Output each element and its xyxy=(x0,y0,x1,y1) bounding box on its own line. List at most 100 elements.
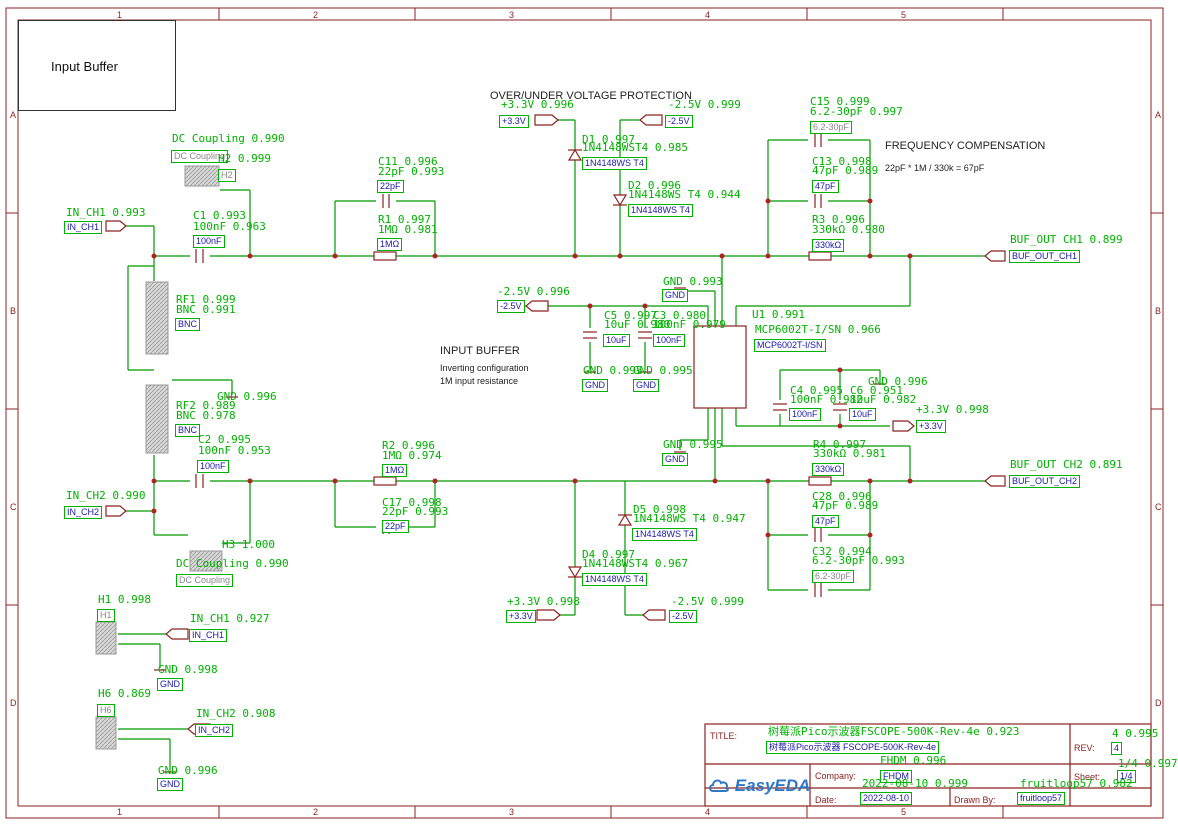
freq-note: 22pF * 1M / 330k = 67pF xyxy=(885,163,985,173)
r2-label: R2 0.996 xyxy=(382,439,435,452)
m25-mid-net: -2.5V xyxy=(497,300,525,313)
gnd-mid-label: GND 0.995 xyxy=(663,438,723,451)
easyeda-logo-text: EasyEDA xyxy=(734,776,811,795)
d1-value-label: 1N4148WST4 0.985 xyxy=(582,141,688,154)
title-block-sheet-value: 1/4 xyxy=(1117,770,1136,783)
col-label-4-bottom: 4 xyxy=(705,807,711,817)
c32-value-label: 6.2-30pF 0.993 xyxy=(812,554,905,567)
gnd-h1-label: GND 0.998 xyxy=(158,663,218,676)
in-ch1-h1-label: IN_CH1 0.927 xyxy=(190,612,270,625)
c28-label: C28 0.996 xyxy=(812,490,872,503)
r2-value: 1MΩ xyxy=(382,464,408,477)
dc-coupling-1-label: DC Coupling 0.990 xyxy=(172,132,285,145)
in-ch1-h1-net: IN_CH1 xyxy=(189,629,228,642)
c15-value: 6.2-30pF xyxy=(810,121,853,134)
freq-heading: FREQUENCY COMPENSATION xyxy=(885,140,1046,152)
m25-mid-label: -2.5V 0.996 xyxy=(497,285,570,298)
sheet-title: Input Buffer xyxy=(51,59,118,74)
c2-label: C2 0.995 xyxy=(198,433,251,446)
c11-value: 22pF xyxy=(377,180,404,193)
row-label-d: D xyxy=(10,698,17,708)
d2-label: D2 0.996 xyxy=(628,179,681,192)
d4-value: 1N4148WS T4 xyxy=(582,573,647,586)
in-ch1-label: IN_CH1 0.993 xyxy=(66,206,146,219)
h6-label: H6 0.869 xyxy=(98,687,151,700)
r1-value-label: 1MΩ 0.981 xyxy=(378,223,438,236)
rf1-value: BNC xyxy=(175,318,201,331)
c17-label: C17 0.998 xyxy=(382,496,442,509)
c13-label: C13 0.998 xyxy=(812,155,872,168)
col-label-4: 4 xyxy=(705,10,711,20)
row-label-a-right: A xyxy=(1155,110,1162,120)
p33-top-label: +3.3V 0.996 xyxy=(501,98,574,111)
c15-label: C15 0.999 xyxy=(810,95,870,108)
rf2-label: RF2 0.989 xyxy=(176,399,236,412)
ovp-heading: OVER/UNDER VOLTAGE PROTECTION xyxy=(490,90,692,102)
r3-label: R3 0.996 xyxy=(812,213,865,226)
gnd-mid-net: GND xyxy=(662,453,688,466)
c4-value: 100nF xyxy=(789,408,821,421)
h2-label: H2 0.999 xyxy=(218,152,271,165)
r3-value-label: 330kΩ 0.980 xyxy=(812,223,885,236)
d4-value-label: 1N4148WST4 0.967 xyxy=(582,557,688,570)
c4-label: C4 0.995 xyxy=(790,384,843,397)
d5-value-label: 1N4148WS T4 0.947 xyxy=(633,512,746,525)
sheet-title-box: Input Buffer xyxy=(18,20,176,111)
h6-value: H6 xyxy=(97,704,115,717)
p33-bottom-net: +3.3V xyxy=(506,610,536,623)
m25-bottom-net: -2.5V xyxy=(669,610,697,623)
m25-top-net: -2.5V xyxy=(665,115,693,128)
title-block-title-value: 树莓派Pico示波器 FSCOPE-500K-Rev-4e xyxy=(766,741,940,754)
title-block-drawn-green: fruitloop57 0.982 xyxy=(1020,777,1133,790)
p33-right-label: +3.3V 0.998 xyxy=(916,403,989,416)
c28-value-label: 47pF 0.989 xyxy=(812,499,879,512)
rf1-label: RF1 0.999 xyxy=(176,293,236,306)
title-block-company-value: FHDM xyxy=(880,770,912,783)
buf-out-ch2-label: BUF_OUT CH2 0.891 xyxy=(1010,458,1123,471)
title-block-date-label: Date: xyxy=(815,795,837,805)
c5-label: C5 0.997 xyxy=(604,309,657,322)
gnd-h6-net: GND xyxy=(157,778,183,791)
c32-label: C32 0.994 xyxy=(812,545,872,558)
title-block-title-label: TITLE: xyxy=(710,731,738,741)
d1-label: D1 0.997 xyxy=(582,133,635,146)
c6-value-label: 10uF 0.982 xyxy=(850,393,917,406)
p33-right-net: +3.3V xyxy=(916,420,946,433)
dc-coupling-2-label: DC Coupling 0.990 xyxy=(176,557,289,570)
row-label-c: C xyxy=(10,502,17,512)
p33-top-net: +3.3V xyxy=(499,115,529,128)
h3-label: H3 1.000 xyxy=(222,538,275,551)
buf-out-ch2-net: BUF_OUT_CH2 xyxy=(1009,475,1081,488)
r4-value: 330kΩ xyxy=(812,463,845,476)
d1-value: 1N4148WS T4 xyxy=(582,157,647,170)
in-ch2-net: IN_CH2 xyxy=(64,506,103,519)
title-block-company-green: FHDM 0.996 xyxy=(880,754,947,767)
h1-label: H1 0.998 xyxy=(98,593,151,606)
d2-value: 1N4148WS T4 xyxy=(628,204,693,217)
title-block-rev-green: 4 0.995 xyxy=(1112,727,1159,740)
gnd-top-net: GND xyxy=(662,289,688,302)
c17-value-label: 22pF 0.993 xyxy=(382,505,449,518)
col-label-1-bottom: 1 xyxy=(117,807,123,817)
input-buffer-heading: INPUT BUFFER xyxy=(440,345,520,357)
c5-value-label: 10uF 0.980 xyxy=(604,318,671,331)
row-label-b-right: B xyxy=(1155,306,1162,316)
gnd-rf2-label: GND 0.996 xyxy=(217,390,277,403)
c1-value: 100nF xyxy=(193,235,225,248)
u1-label: U1 0.991 xyxy=(752,308,805,321)
u1-value: MCP6002T-I/SN xyxy=(754,339,826,352)
buf-out-ch1-net: BUF_OUT_CH1 xyxy=(1009,250,1081,263)
rf2-value: BNC xyxy=(175,424,201,437)
cloud-icon xyxy=(709,779,729,792)
gnd-c6-label: GND 0.996 xyxy=(868,375,928,388)
col-label-5-bottom: 5 xyxy=(901,807,907,817)
h2-value: H2 xyxy=(218,169,236,182)
rf2-value-label: BNC 0.978 xyxy=(176,409,236,422)
c2-value-label: 100nF 0.953 xyxy=(198,444,271,457)
c3-value: 100nF xyxy=(653,334,685,347)
dc-coupling-1-value: DC Coupling xyxy=(171,150,229,163)
title-block-sheet-green: 1/4 0.997 xyxy=(1118,757,1178,770)
c6-label: C6 0.951 xyxy=(850,384,903,397)
in-ch2-h6-net: IN_CH2 xyxy=(195,724,234,737)
